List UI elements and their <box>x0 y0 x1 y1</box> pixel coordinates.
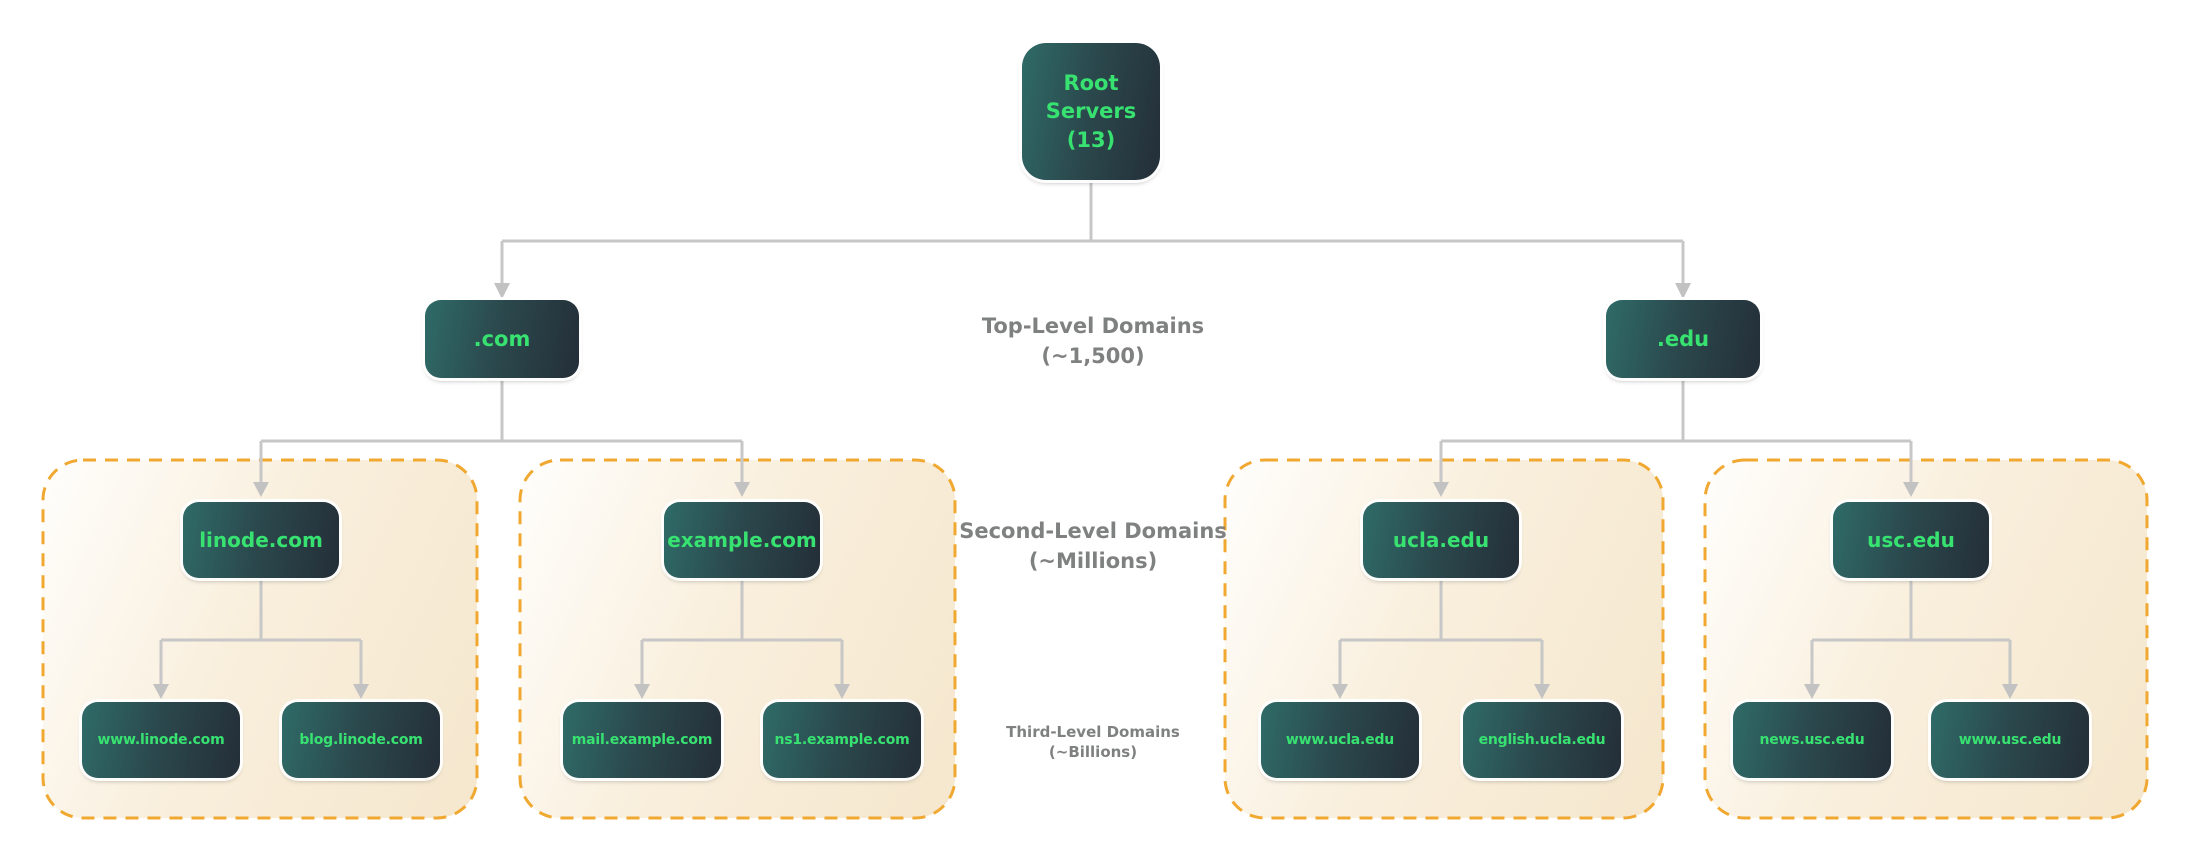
child-label: www.linode.com <box>97 732 225 748</box>
child-label: www.ucla.edu <box>1285 732 1395 748</box>
tree-connectors <box>159 180 2012 684</box>
child-node-www-ucla-edu: www.ucla.edu <box>1261 702 1419 778</box>
level-label-top-level-domains: Top-Level Domains (~1,500) <box>843 312 1343 372</box>
sld-node-ucla-edu: ucla.edu <box>1363 502 1519 578</box>
sld-node-usc-edu: usc.edu <box>1833 502 1989 578</box>
sld-ucla-label: ucla.edu <box>1392 528 1490 552</box>
sld-node-example-com: example.com <box>664 502 820 578</box>
tld-edu-label: .edu <box>1656 327 1710 351</box>
child-label: news.usc.edu <box>1759 732 1865 748</box>
child-node-news-usc-edu: news.usc.edu <box>1733 702 1891 778</box>
sld-node-linode-com: linode.com <box>183 502 339 578</box>
tld-node-com: .com <box>425 300 579 378</box>
level-label-second-level-domains: Second-Level Domains (~Millions) <box>843 517 1343 577</box>
level-label-third-level-domains: Third-Level Domains (~Billions) <box>843 722 1343 763</box>
sld-example-label: example.com <box>667 528 817 552</box>
tld-com-label: .com <box>473 327 531 351</box>
child-label: ns1.example.com <box>774 732 910 748</box>
tld-node-edu: .edu <box>1606 300 1760 378</box>
level-label-title: Third-Level Domains <box>1006 723 1180 741</box>
level-label-count: (~Millions) <box>1028 548 1158 573</box>
child-node-mail-example-com: mail.example.com <box>563 702 721 778</box>
root-servers-label: Root Servers (13) <box>1045 70 1137 152</box>
arrowheads <box>153 283 2018 699</box>
level-label-count: (~1,500) <box>1041 343 1145 368</box>
child-label: blog.linode.com <box>299 732 423 748</box>
child-label: mail.example.com <box>571 732 713 748</box>
child-node-blog-linode-com: blog.linode.com <box>282 702 440 778</box>
child-node-english-ucla-edu: english.ucla.edu <box>1463 702 1621 778</box>
child-label: english.ucla.edu <box>1478 732 1606 748</box>
child-node-ns1-example-com: ns1.example.com <box>763 702 921 778</box>
child-label: www.usc.edu <box>1958 732 2062 748</box>
child-node-www-usc-edu: www.usc.edu <box>1931 702 2089 778</box>
level-label-count: (~Billions) <box>1048 743 1138 762</box>
sld-usc-label: usc.edu <box>1867 528 1955 552</box>
level-label-title: Second-Level Domains <box>959 519 1227 543</box>
root-servers-node: Root Servers (13) <box>1022 43 1160 180</box>
level-label-title: Top-Level Domains <box>981 314 1205 338</box>
sld-linode-label: linode.com <box>199 528 323 552</box>
child-node-www-linode-com: www.linode.com <box>82 702 240 778</box>
